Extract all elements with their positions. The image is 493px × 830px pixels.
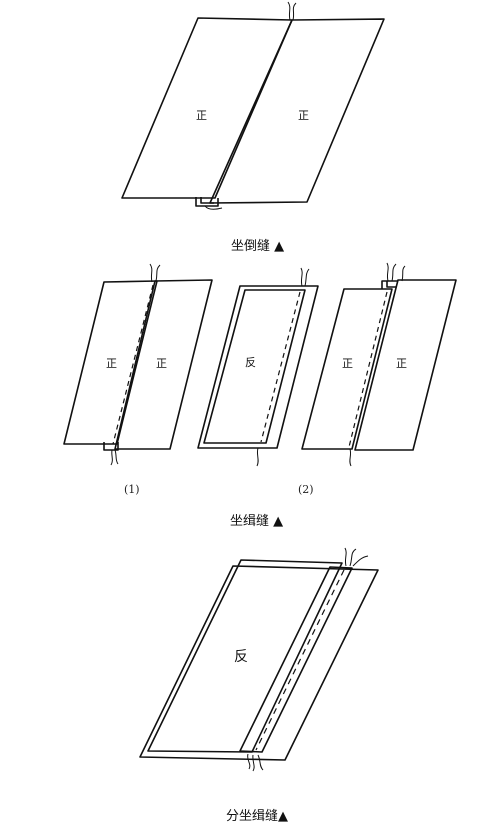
- figure-2a-diagram: [63, 263, 213, 466]
- fig1-right-label: 正: [298, 109, 309, 122]
- fabric-left: [301, 288, 393, 450]
- figure-3-caption: 分坐缉缝▲: [226, 809, 288, 824]
- figure-2b-diagram: [197, 267, 319, 467]
- figure-2-caption: 坐缉缝 ▲: [230, 514, 284, 529]
- fabric-right: [354, 279, 457, 451]
- fig2a-left-label: 正: [106, 357, 117, 370]
- fabric-left: [121, 17, 293, 199]
- fig2c-right-label: 正: [396, 357, 407, 370]
- fabric-right: [114, 279, 213, 450]
- figure-1-diagram: [121, 1, 385, 210]
- figure-3-diagram: [139, 547, 379, 772]
- figure-2c-diagram: [301, 262, 457, 467]
- fig2b-label: 反: [245, 356, 256, 369]
- figure-1-caption: 坐倒缝 ▲: [231, 239, 285, 254]
- seam-allowance-strip: [239, 566, 353, 753]
- fabric-front-layer: [203, 289, 306, 444]
- fig2a-right-label: 正: [156, 357, 167, 370]
- fig1-left-label: 正: [196, 109, 207, 122]
- figure-2-sublabel-2: (2): [298, 483, 314, 496]
- fabric-back-layer: [139, 565, 379, 761]
- fabric-front-layer: [147, 559, 343, 753]
- fabric-right: [209, 18, 385, 204]
- fig2c-left-label: 正: [342, 357, 353, 370]
- fig3-label: 反: [234, 649, 248, 665]
- fabric-back-layer: [197, 285, 319, 449]
- figure-2-sublabel-1: (1): [124, 483, 140, 496]
